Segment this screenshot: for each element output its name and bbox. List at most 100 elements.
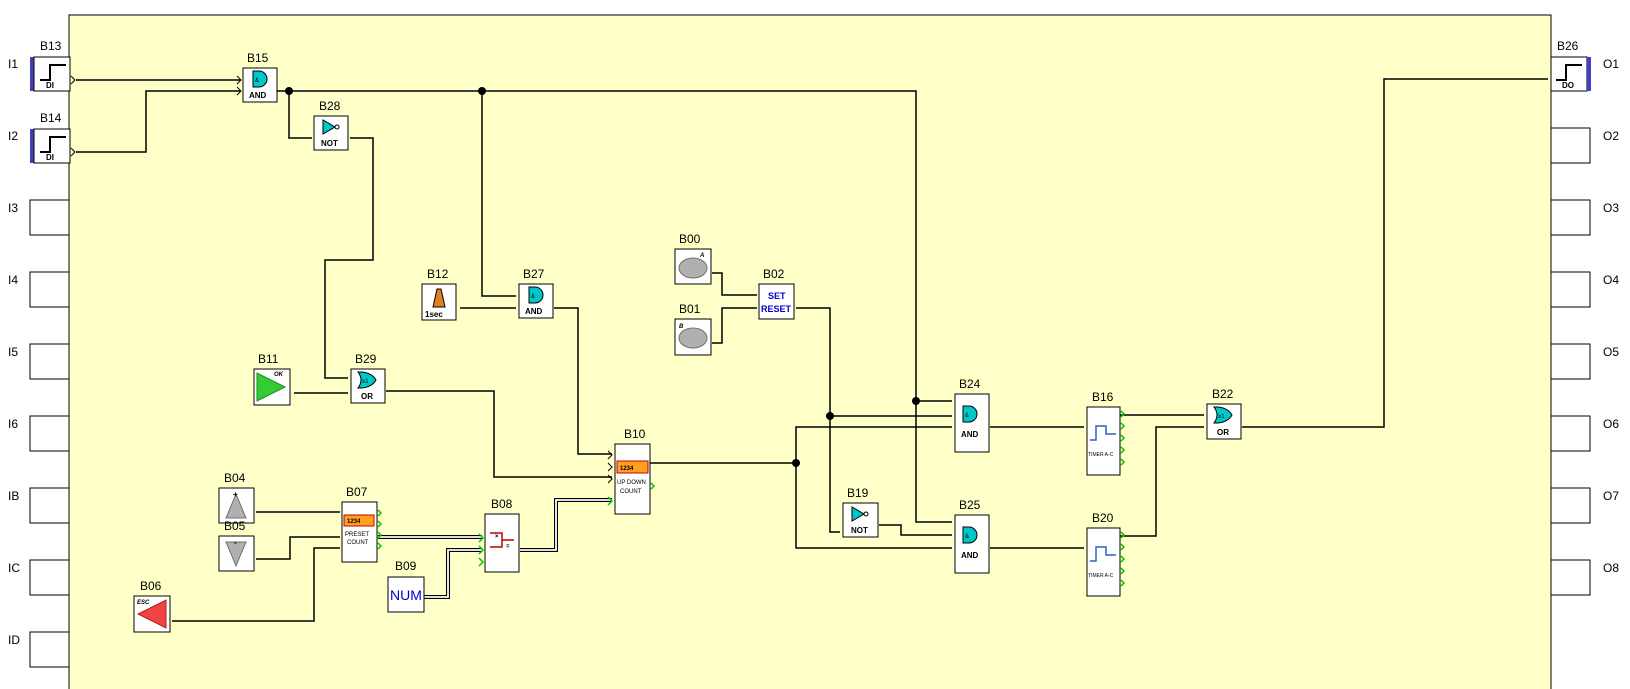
block-id: B27: [523, 267, 545, 281]
block-id: B14: [40, 111, 62, 125]
output-label-o5: O5: [1603, 345, 1619, 359]
block-type: 1234: [347, 519, 361, 525]
input-label-ib: IB: [8, 489, 19, 503]
output-slot-o8[interactable]: [1551, 560, 1590, 595]
svg-text:&: &: [255, 78, 259, 84]
input-label-i3: I3: [8, 201, 18, 215]
output-slot-o3[interactable]: [1551, 200, 1590, 235]
block-type: OR: [1217, 428, 1229, 437]
block-type: OK: [274, 372, 284, 378]
block-id: B16: [1092, 390, 1114, 404]
block-id: B08: [491, 497, 513, 511]
diagram-panel: [69, 15, 1551, 689]
output-slot-o7[interactable]: [1551, 488, 1590, 523]
output-label-o4: O4: [1603, 273, 1619, 287]
output-label-o8: O8: [1603, 561, 1619, 575]
block-id: B15: [247, 51, 269, 65]
output-slot-o6[interactable]: [1551, 416, 1590, 451]
block-type-preset: PRESET: [345, 532, 369, 538]
block-id: B00: [679, 232, 701, 246]
block-id: B28: [319, 99, 341, 113]
block-type: +: [233, 490, 238, 499]
input-slot-i5[interactable]: [30, 344, 69, 379]
set-reset-icon: SET: [768, 291, 786, 301]
block-type: NOT: [321, 139, 338, 148]
output-slot-o5[interactable]: [1551, 344, 1590, 379]
block-type: AND: [961, 430, 979, 439]
input-slot-ic[interactable]: [30, 560, 69, 595]
output-label-o1: O1: [1603, 57, 1619, 71]
input-slot-i3[interactable]: [30, 200, 69, 235]
output-label-o6: O6: [1603, 417, 1619, 431]
junction-dot: [478, 87, 486, 95]
block-id: B25: [959, 498, 981, 512]
input-slot-id[interactable]: [30, 632, 69, 667]
junction-dot: [826, 412, 834, 420]
input-slot-ib[interactable]: [30, 488, 69, 523]
block-id: B19: [847, 486, 869, 500]
block-id: B22: [1212, 387, 1234, 401]
numeric-constant-icon: NUM: [390, 587, 422, 603]
block-id: B01: [679, 302, 701, 316]
input-label-i5: I5: [8, 345, 18, 359]
block-type-count: COUNT: [347, 540, 369, 546]
output-terminals: O1 O2 O3 O4 O5 O6 O7 O8: [1551, 57, 1619, 595]
block-type: DI: [46, 153, 54, 162]
output-label-o7: O7: [1603, 489, 1619, 503]
block-type: -: [234, 538, 237, 547]
output-slot-o4[interactable]: [1551, 272, 1590, 307]
block-id: B07: [346, 485, 368, 499]
block-b13[interactable]: B13 DI: [30, 39, 75, 91]
input-slot-i6[interactable]: [30, 416, 69, 451]
input-label-i6: I6: [8, 417, 18, 431]
svg-text:×: ×: [495, 534, 499, 540]
junction-dot: [912, 397, 920, 405]
block-type: AND: [249, 91, 267, 100]
button-b-icon: [679, 328, 707, 348]
input-label-id: ID: [8, 633, 20, 647]
block-type: DI: [46, 81, 54, 90]
block-id: B04: [224, 471, 246, 485]
block-type: 1234: [620, 466, 634, 472]
button-a-icon: [679, 258, 707, 278]
input-label-ic: IC: [8, 561, 20, 575]
block-id: B13: [40, 39, 62, 53]
block-type: OR: [361, 392, 373, 401]
input-slot-i4[interactable]: [30, 272, 69, 307]
block-b14[interactable]: B14 DI: [30, 111, 75, 163]
svg-text:≥1: ≥1: [1218, 414, 1225, 420]
block-type: TIMER A-C: [1088, 452, 1114, 458]
input-label-i4: I4: [8, 273, 18, 287]
block-type-reset: RESET: [761, 304, 792, 314]
junction-dot: [285, 87, 293, 95]
input-label-i2: I2: [8, 129, 18, 143]
block-type: 1sec: [425, 310, 443, 319]
block-b26[interactable]: B26 DO: [1551, 39, 1591, 91]
block-type: DO: [1562, 81, 1574, 90]
svg-text:≥1: ≥1: [362, 379, 369, 385]
block-id: B11: [258, 352, 279, 366]
block-type: A: [699, 253, 704, 259]
block-id: B12: [427, 267, 449, 281]
block-type: NOT: [851, 526, 868, 535]
block-id: B29: [355, 352, 377, 366]
svg-text:&: &: [965, 413, 969, 419]
output-label-o3: O3: [1603, 201, 1619, 215]
block-type: AND: [961, 551, 979, 560]
svg-text:&: &: [531, 294, 535, 300]
svg-text:&: &: [965, 534, 969, 540]
input-label-i1: I1: [8, 57, 18, 71]
block-id: B24: [959, 377, 981, 391]
block-id: B10: [624, 427, 646, 441]
block-type-count: COUNT: [620, 489, 642, 495]
block-type-updown: UP DOWN: [617, 480, 646, 486]
block-type: B: [679, 324, 684, 330]
block-id: B20: [1092, 511, 1114, 525]
block-type: TIMER A-C: [1088, 573, 1114, 579]
block-id: B02: [763, 267, 785, 281]
output-slot-o2[interactable]: [1551, 128, 1590, 163]
block-id: B09: [395, 559, 417, 573]
output-label-o2: O2: [1603, 129, 1619, 143]
block-type: AND: [525, 307, 543, 316]
